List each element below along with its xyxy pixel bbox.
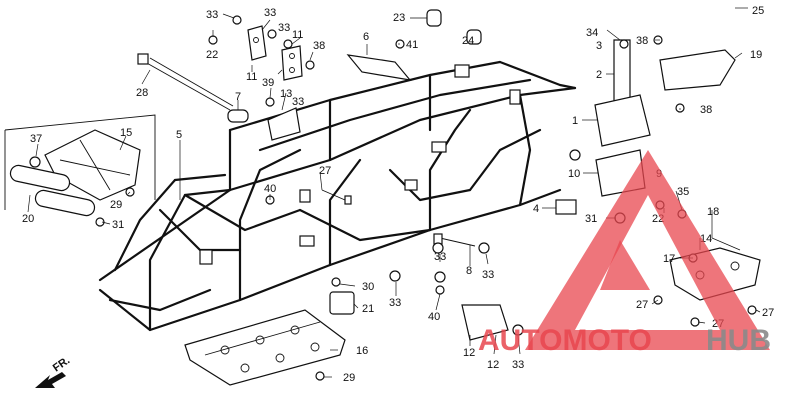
watermark-text-automoto: AUTOMOTO <box>478 324 652 357</box>
mount-plate-11-top <box>247 25 267 61</box>
callout-33: 33 <box>482 269 494 281</box>
pad-4 <box>555 199 577 215</box>
callout-33: 33 <box>512 359 524 371</box>
callout-33: 33 <box>278 22 290 34</box>
callout-38: 38 <box>636 35 648 47</box>
callout-20: 20 <box>22 213 34 225</box>
callout-12: 12 <box>487 359 499 371</box>
callout-23: 24 <box>462 35 474 47</box>
callout-27: 27 <box>636 299 648 311</box>
long-bolt-28 <box>137 53 234 111</box>
callout-15: 15 <box>120 127 132 139</box>
callout-33: 33 <box>264 7 276 19</box>
callout-32: 31 <box>585 213 597 225</box>
battery-box-1 <box>594 94 651 147</box>
callout-37: 37 <box>30 133 42 145</box>
bracket-13 <box>267 107 301 141</box>
callout-26: 27 <box>319 165 331 177</box>
callout-33: 33 <box>389 297 401 309</box>
callout-18: 18 <box>707 206 719 218</box>
collar-7 <box>227 109 249 123</box>
callout-33: 33 <box>292 96 304 108</box>
callout-38: 38 <box>313 40 325 52</box>
callout-3: 3 <box>596 40 602 52</box>
watermark-text-hub: HUB <box>706 324 771 357</box>
callout-4: 4 <box>533 203 539 215</box>
callout-21: 21 <box>362 303 374 315</box>
callout-2: 2 <box>596 69 602 81</box>
callout-11: 11 <box>292 29 303 41</box>
callout-28: 28 <box>136 87 148 99</box>
callouts: 33 33 33 11 22 11 38 39 13 33 7 28 6 23 … <box>22 5 774 384</box>
seat-bracket-19 <box>659 49 736 91</box>
bushing-23a <box>426 9 442 27</box>
callout-29: 29 <box>110 199 122 211</box>
callout-5: 5 <box>176 129 182 141</box>
callout-36: 33 <box>206 9 218 21</box>
callout-30: 30 <box>362 281 374 293</box>
callout-19: 19 <box>750 49 762 61</box>
callout-40: 40 <box>264 183 276 195</box>
watermark-triangle-logo <box>525 150 770 350</box>
bracket-inset <box>4 114 156 227</box>
callout-39: 39 <box>262 77 274 89</box>
callout-27: 27 <box>762 307 774 319</box>
frame-assembly <box>98 60 577 332</box>
callout-7: 7 <box>235 91 241 103</box>
callout-34: 34 <box>586 27 598 39</box>
clamp-21 <box>329 291 355 315</box>
callout-31: 31 <box>112 219 124 231</box>
callout-13: 13 <box>280 88 292 100</box>
forward-direction-arrow: FR. <box>35 354 72 388</box>
callout-1: 1 <box>572 115 578 127</box>
bushing-23b <box>466 29 482 45</box>
bolt-26 <box>321 189 352 205</box>
callout-8: 8 <box>466 265 472 277</box>
plate-6 <box>346 54 412 81</box>
callout-25: 22 <box>206 49 218 61</box>
callout-12: 12 <box>463 347 475 359</box>
callout-38: 38 <box>700 104 712 116</box>
callout-35: 35 <box>677 186 689 198</box>
callout-17: 17 <box>663 253 675 265</box>
direction-label: FR. <box>51 354 72 374</box>
bracket-12-center <box>461 304 509 341</box>
callout-29: 29 <box>343 372 355 384</box>
callout-40: 40 <box>428 311 440 323</box>
callout-24: 25 <box>752 5 764 17</box>
callout-23: 23 <box>393 12 405 24</box>
callout-41: 41 <box>406 39 418 51</box>
callout-33: 33 <box>434 251 446 263</box>
callout-6: 6 <box>363 31 369 43</box>
callout-16: 16 <box>356 345 368 357</box>
mount-plate-11-right <box>281 45 303 81</box>
watermark: AUTOMOTO HUB <box>478 150 771 357</box>
callout-11: 11 <box>246 71 257 83</box>
callout-10: 10 <box>568 168 580 180</box>
skid-plate <box>184 309 346 386</box>
leader-lines <box>27 7 761 378</box>
